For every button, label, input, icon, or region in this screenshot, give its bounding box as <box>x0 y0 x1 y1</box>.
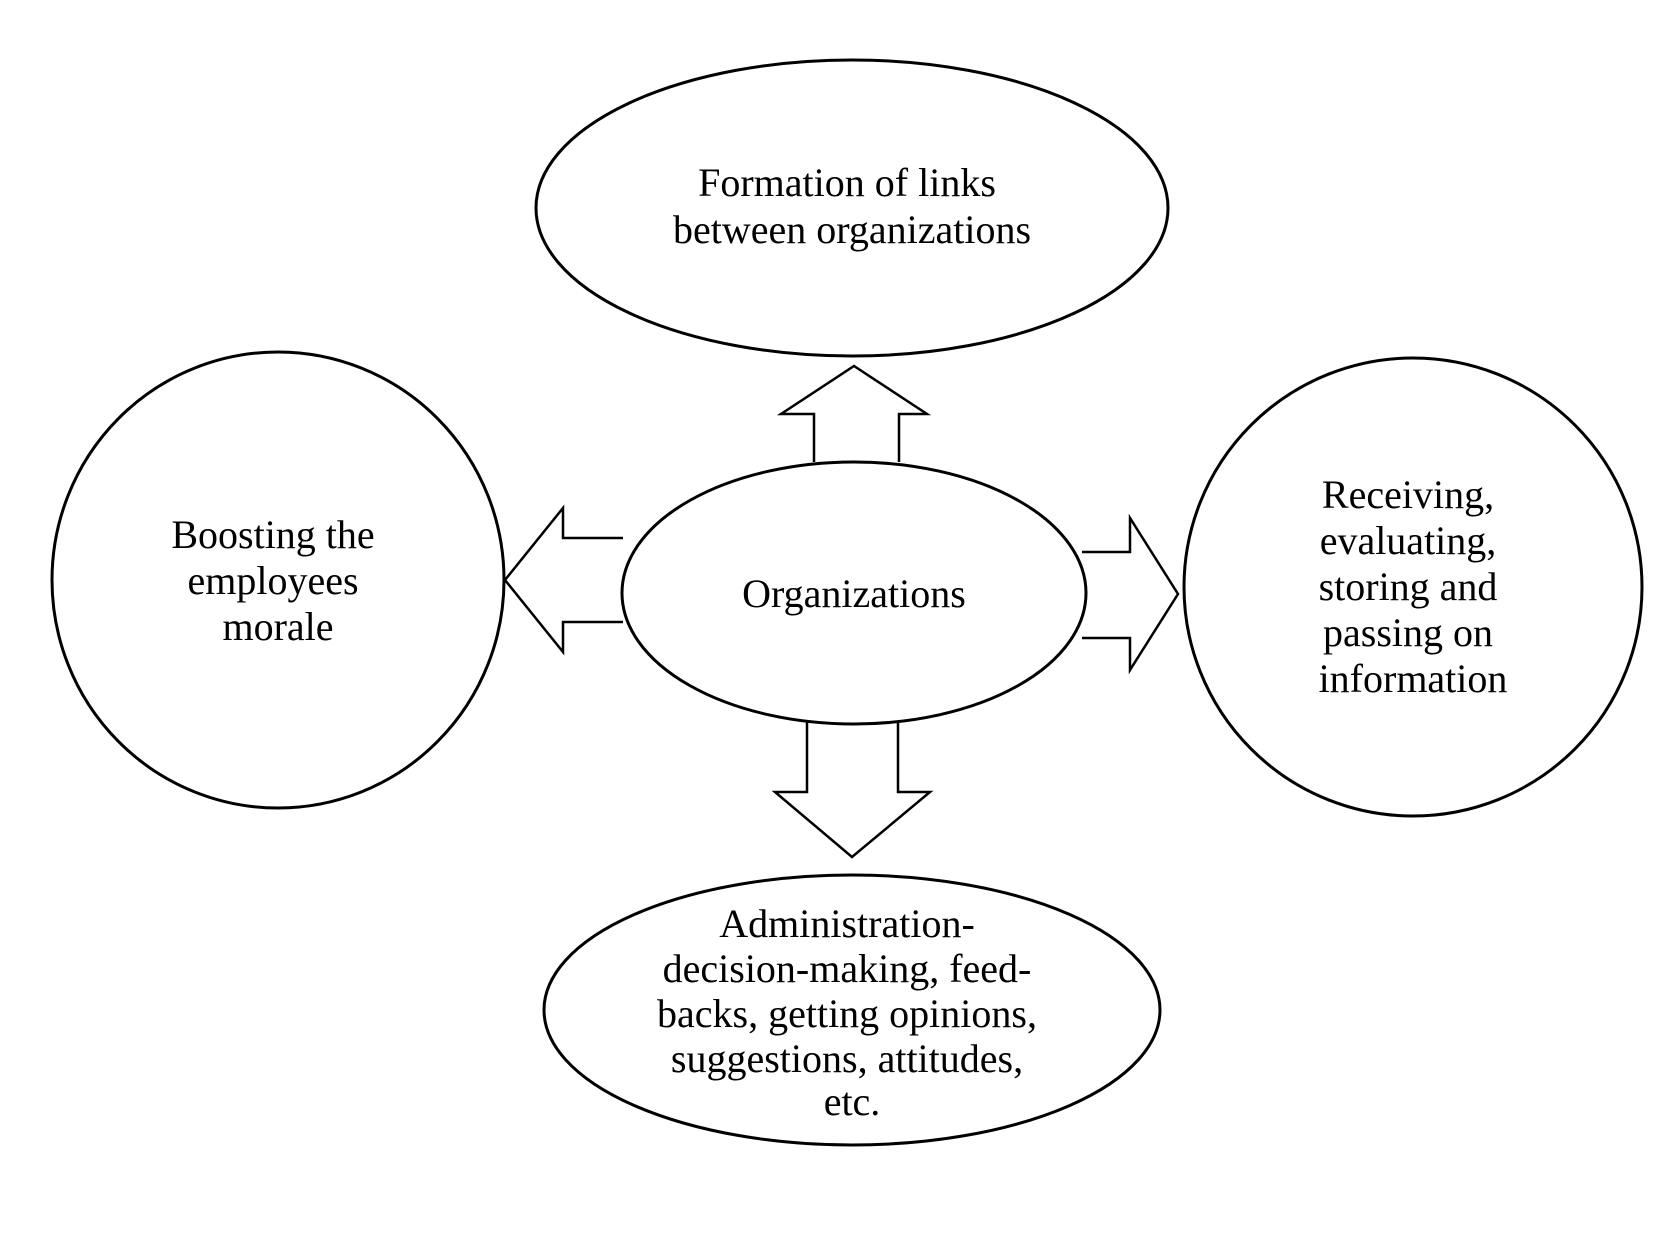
node-bottom-line-5: etc. <box>824 1079 881 1124</box>
node-bottom-label: Administration- decision-making, feed- b… <box>657 901 1047 1124</box>
node-bottom-shape <box>542 873 1162 1147</box>
node-left-label: Boosting the employees morale <box>171 512 384 649</box>
node-right-label: Receiving, evaluating, storing and passi… <box>1319 472 1508 701</box>
node-right-line-3: storing and <box>1319 564 1498 609</box>
node-top: Formation of links between organizations <box>534 58 1170 358</box>
node-center-shape <box>620 460 1088 726</box>
node-left-line-3: morale <box>222 604 333 649</box>
node-top-shape <box>534 58 1170 358</box>
arrow-up <box>776 364 932 462</box>
node-right-line-4: passing on <box>1323 610 1493 655</box>
node-right-line-1: Receiving, <box>1322 472 1494 517</box>
node-bottom-line-3: backs, getting opinions, <box>657 991 1037 1036</box>
node-right: Receiving, evaluating, storing and passi… <box>1182 356 1644 818</box>
node-center-label: Organizations <box>742 571 966 616</box>
node-left: Boosting the employees morale <box>50 350 506 810</box>
arrow-left <box>503 504 623 656</box>
node-right-line-2: evaluating, <box>1320 518 1497 563</box>
node-right-line-5: information <box>1319 656 1508 701</box>
node-bottom: Administration- decision-making, feed- b… <box>542 873 1162 1147</box>
node-bottom-line-4: suggestions, attitudes, <box>671 1036 1023 1081</box>
node-left-line-1: Boosting the <box>171 512 374 557</box>
node-right-shape <box>1182 356 1644 818</box>
node-top-line-2: between organizations <box>673 207 1031 252</box>
node-left-line-2: employees <box>187 558 358 603</box>
node-top-label: Formation of links between organizations <box>673 160 1031 252</box>
node-bottom-line-1: Administration- <box>719 901 975 946</box>
node-center: Organizations <box>620 460 1088 726</box>
node-top-line-1: Formation of links <box>698 160 996 205</box>
node-bottom-line-2: decision-making, feed- <box>663 946 1032 991</box>
arrow-right <box>1082 513 1180 675</box>
arrow-down <box>771 722 934 859</box>
